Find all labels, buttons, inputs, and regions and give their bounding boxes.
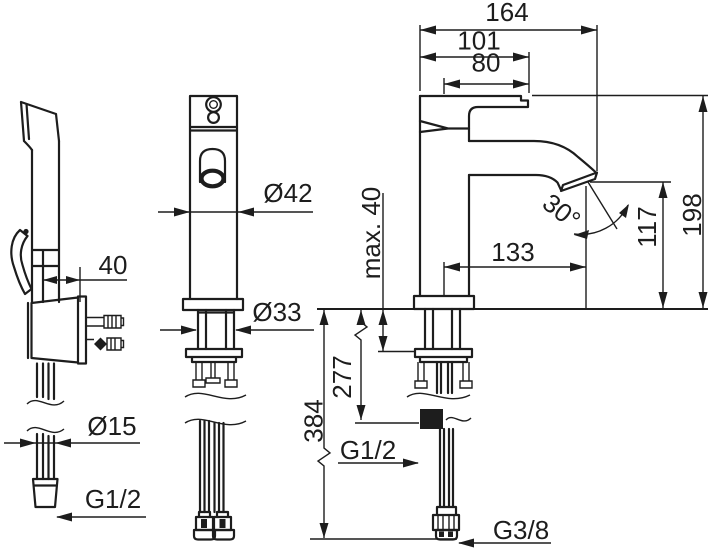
side-hose-stub [435, 360, 454, 395]
dim-handle-reach-label: 101 [457, 26, 500, 56]
dim-line-117 [590, 181, 671, 308]
front-base-flange [181, 297, 245, 312]
handle-indicator-inner [208, 99, 218, 109]
side-shank [423, 307, 462, 351]
dim-body-diameter-label: Ø42 [263, 178, 312, 208]
thread-shower-hose-label: G1/2 [85, 484, 141, 514]
dim-spout-reach-label: 133 [491, 237, 534, 267]
hand-shower-trigger [10, 228, 33, 296]
dim-line-384 [310, 309, 457, 540]
side-spout-underside [467, 173, 563, 192]
dimension-arrowheads [20, 25, 708, 548]
side-base-flange [412, 294, 476, 311]
bracket-screw-bottom [86, 337, 125, 351]
side-mounting-flange [413, 347, 474, 364]
side-body [418, 94, 471, 298]
side-spout-top [467, 139, 598, 175]
dim-line-198 [532, 94, 708, 308]
hand-shower-view [10, 100, 125, 509]
dim-total-reach-label: 164 [485, 0, 528, 27]
dimension-labels: 164 101 80 198 117 133 30° max. 40 277 3… [85, 0, 707, 545]
hose-end-fitting [31, 477, 59, 509]
angle-reference-line [587, 181, 618, 230]
wall-bracket [26, 295, 88, 365]
dim-bracket-offset-label: 40 [99, 250, 128, 280]
dim-hose-diameter-label: Ø15 [87, 411, 136, 441]
handle-screw [207, 110, 221, 124]
side-mounting-studs [414, 362, 473, 389]
dim-line-101 [420, 52, 530, 93]
front-body [188, 94, 239, 301]
dim-shank-diameter-label: Ø33 [252, 297, 301, 327]
handle-indicator-ring [205, 96, 222, 113]
dim-max-deck-label: max. 40 [356, 187, 386, 280]
front-shank [196, 308, 236, 351]
dim-total-height-label: 198 [677, 193, 707, 236]
dim-line-164 [419, 25, 598, 171]
front-mounting-flange [184, 347, 244, 364]
front-hose-break-symbol [184, 392, 247, 426]
side-hose-break-symbol [406, 392, 472, 422]
thread-shower-outlet-label: G1/2 [340, 435, 396, 465]
dim-line-133 [443, 186, 587, 308]
side-hose-connector [431, 505, 461, 532]
side-lever-tip-wedge [418, 119, 471, 134]
shower-hose-lower [35, 432, 56, 481]
mixer-front-view [181, 94, 247, 541]
thread-supply-label: G3/8 [493, 515, 549, 545]
side-lever-handle [418, 94, 530, 143]
dimension-lines [4, 25, 708, 544]
side-supply-hose [438, 427, 455, 509]
dim-lever-length-label: 80 [472, 48, 501, 78]
dim-supply-drop-label: 384 [299, 399, 329, 442]
shower-hose-upper [35, 362, 56, 401]
dim-outlet-height-label: 117 [632, 206, 662, 247]
bracket-screw-top [86, 314, 125, 329]
front-connector-details [201, 519, 226, 528]
dim-shower-drop-label: 277 [327, 355, 357, 398]
mixer-side-view [317, 94, 708, 541]
trigger-pivot [23, 228, 29, 235]
side-cap-details [439, 531, 453, 537]
front-mounting-studs [192, 362, 238, 388]
hand-shower-handle [30, 139, 61, 304]
front-supply-hoses [198, 419, 225, 514]
front-hose-connectors [194, 510, 233, 532]
front-outlet-arch [198, 147, 227, 184]
hose-break-symbol [26, 399, 65, 434]
front-outlet-opening [199, 168, 226, 189]
bracket-anchor [94, 337, 107, 351]
hand-shower-head [19, 100, 61, 152]
side-connector-knurling [437, 515, 455, 530]
front-connector-caps [192, 528, 236, 541]
dim-outlet-angle-label: 30° [537, 187, 586, 235]
shower-outlet-connector [420, 409, 443, 429]
